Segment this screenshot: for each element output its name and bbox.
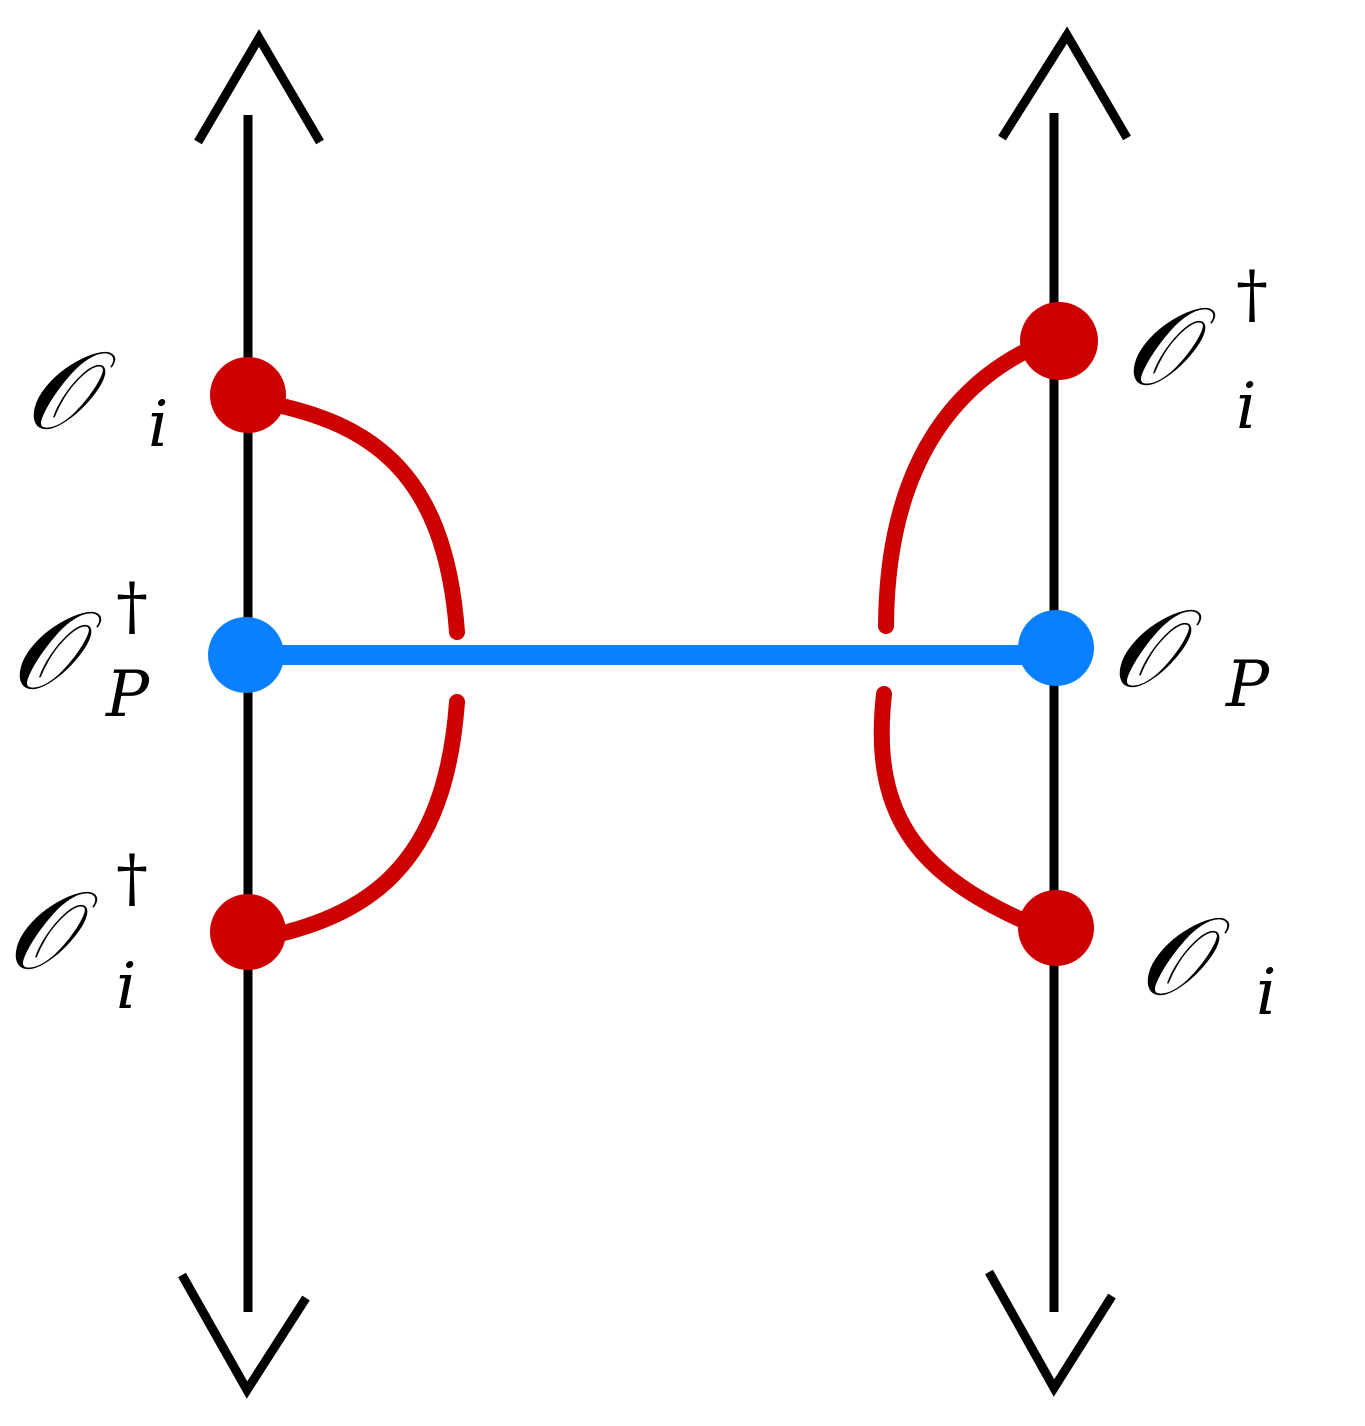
- label-main: 𝒪: [1124, 285, 1217, 410]
- right-axis-up-arrowhead-icon: [998, 26, 1131, 141]
- label-sub: i: [116, 950, 136, 1024]
- label-sup: †: [116, 842, 148, 916]
- left-bottom-red-dot: [210, 894, 286, 970]
- label-sub: P: [105, 658, 150, 732]
- label-main: 𝒪: [24, 329, 117, 454]
- label-sub: i: [1256, 956, 1276, 1030]
- label-right-bottom-O-i: 𝒪 i: [1138, 895, 1276, 1030]
- label-main: 𝒪: [1110, 587, 1203, 712]
- label-sup: †: [116, 570, 148, 644]
- label-main: 𝒪: [6, 869, 99, 994]
- label-left-top-O-i: 𝒪 i: [24, 329, 168, 462]
- label-main: 𝒪: [1138, 895, 1231, 1020]
- left-upper-red-arc: [244, 392, 465, 640]
- right-bottom-red-dot: [1018, 890, 1094, 966]
- right-lower-red-arc: [873, 686, 1058, 940]
- left-axis-down-arrowhead-icon: [178, 1272, 310, 1399]
- label-left-bottom-O-i-dagger: 𝒪 † i: [6, 842, 148, 1024]
- label-sub: i: [1236, 370, 1256, 444]
- right-middle-blue-dot: [1018, 610, 1094, 686]
- label-left-middle-O-P-dagger: 𝒪 † P: [10, 570, 150, 732]
- label-sub: P: [1225, 648, 1270, 722]
- label-sub: i: [148, 388, 168, 462]
- label-right-middle-O-P: 𝒪 P: [1110, 587, 1270, 722]
- label-right-top-O-i-dagger: 𝒪 † i: [1124, 258, 1268, 444]
- left-lower-red-arc: [244, 694, 465, 948]
- left-axis-up-arrowhead-icon: [194, 29, 324, 145]
- right-axis-down-arrowhead-icon: [985, 1269, 1116, 1397]
- label-main: 𝒪: [10, 589, 103, 714]
- left-top-red-dot: [210, 357, 286, 433]
- right-upper-red-arc: [878, 332, 1058, 634]
- left-middle-blue-dot: [208, 617, 284, 693]
- right-top-red-dot: [1020, 302, 1098, 380]
- label-sup: †: [1236, 258, 1268, 332]
